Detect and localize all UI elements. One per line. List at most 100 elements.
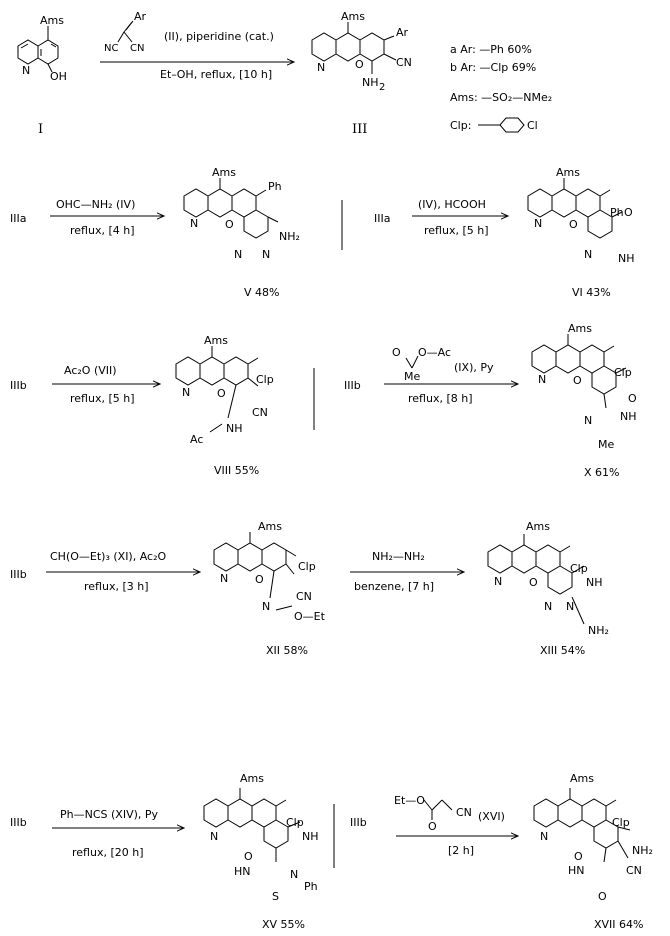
pyrimidine-n-label-2: N (566, 600, 574, 613)
compound-label-III: III (352, 122, 367, 137)
start-IIIb-r5-right: IIIb (350, 816, 367, 829)
reagent-XVI: Et—O CN O (394, 794, 472, 833)
row3-left-cond-1: Ac₂O (VII) (64, 364, 117, 377)
nitrile-label: CN (252, 406, 268, 419)
legend-a: a Ar: —Ph 60% (450, 43, 532, 56)
reagent-nc-label: NC (104, 43, 118, 54)
oxygen-label: O (355, 58, 364, 71)
pyrimidine-n-label: N (234, 248, 242, 261)
imine-n-label: N (262, 600, 270, 613)
legend-b: b Ar: —Clp 69% (450, 61, 536, 74)
compound-XII: Ams Clp CN N O—Et N O XII 58% (213, 520, 326, 657)
carbonyl-o-label: O (624, 206, 633, 219)
compound-label-V: V 48% (244, 286, 279, 299)
nitrogen-label: N (540, 830, 548, 843)
ams-label: Ams (204, 334, 228, 347)
nitrogen-label: N (317, 61, 325, 74)
row3-right-cond-2: reflux, [8 h] (408, 392, 473, 405)
oxygen-label: O (217, 387, 226, 400)
row2-left-cond-2: reflux, [4 h] (70, 224, 135, 237)
condition-1-line-2: Et–OH, reflux, [10 h] (160, 68, 272, 81)
reagent-o-label: O (392, 346, 401, 359)
thione-s-label: S (272, 890, 279, 903)
compound-XV: Ams Clp NH HN S Ph N O N XV 55% (203, 772, 319, 931)
hn-label: HN (568, 864, 585, 877)
imine-nh-label: NH (302, 830, 319, 843)
row5-left-cond-2: reflux, [20 h] (72, 846, 144, 859)
row2-right-cond-1: (IV), HCOOH (418, 198, 486, 211)
reagent-ar-label: Ar (134, 10, 147, 23)
reagent-o-label: O (428, 820, 437, 833)
compound-label-XV: XV 55% (262, 918, 305, 931)
reagent-IX: O O—Ac Me (392, 346, 451, 383)
start-IIIa-left: IIIa (10, 212, 26, 225)
acetyl-label: Ac (190, 433, 203, 446)
row3-left-cond-2: reflux, [5 h] (70, 392, 135, 405)
oxygen-label: O (573, 374, 582, 387)
nitrogen-label: N (534, 217, 542, 230)
amino-label: NH₂ (632, 844, 653, 857)
compound-label-X: X 61% (584, 466, 619, 479)
compound-III: Ams Ar CN NH 2 N O III (311, 10, 412, 137)
compound-I: Ams N OH I (17, 14, 67, 137)
carbonyl-o-label: O (598, 890, 607, 903)
row4-right-cond-1: NH₂—NH₂ (372, 550, 425, 563)
amino-label: NH (362, 76, 379, 89)
ams-label: Ams (341, 10, 365, 23)
legend: a Ar: —Ph 60% b Ar: —Clp 69% Ams: —SO₂—N… (450, 43, 552, 133)
reagent-me-label: Me (404, 370, 420, 383)
chlorophenyl-label: Clp (614, 366, 632, 379)
ethoxy-label: O—Et (294, 610, 326, 623)
legend-cl: Cl (527, 119, 538, 132)
compound-V: Ams Ph NH₂ N O N N V 48% (183, 166, 300, 299)
start-IIIb-r3-left: IIIb (10, 379, 27, 392)
nitrogen-label: N (22, 64, 30, 77)
oxygen-label: O (529, 576, 538, 589)
start-IIIa-right: IIIa (374, 212, 390, 225)
oxygen-label: O (255, 573, 264, 586)
phenyl-label: Ph (268, 180, 282, 193)
compound-label-XVII: XVII 64% (594, 918, 644, 931)
compound-XIII: Ams Clp NH NH₂ N O N N XIII 54% (487, 520, 609, 657)
aryl-label: Ar (396, 26, 409, 39)
condition-1-line-1: (II), piperidine (cat.) (164, 30, 274, 43)
legend-clp: Clp: (450, 119, 471, 132)
compound-X: Ams Clp O NH Me N O N X 61% (531, 322, 637, 479)
oxygen-label: O (225, 218, 234, 231)
pyrimidine-n-label-2: N (262, 248, 270, 261)
row4-left-cond-1: CH(O—Et)₃ (XI), Ac₂O (50, 550, 167, 563)
compound-label-VIII: VIII 55% (214, 464, 259, 477)
oxygen-label: O (569, 218, 578, 231)
nitrogen-label: N (494, 575, 502, 588)
nitrile-label: CN (296, 590, 312, 603)
chlorophenyl-label: Clp (286, 816, 304, 829)
hydrazino-nh2-label: NH₂ (588, 624, 609, 637)
ams-label: Ams (570, 772, 594, 785)
chlorophenyl-label: Clp (570, 562, 588, 575)
row2-right-cond-2: reflux, [5 h] (424, 224, 489, 237)
row4-left-cond-2: reflux, [3 h] (84, 580, 149, 593)
ams-label: Ams (526, 520, 550, 533)
legend-ams: Ams: —SO₂—NMe₂ (450, 91, 552, 104)
compound-VI: Ams Ph O NH N O N VI 43% (527, 166, 635, 299)
ams-label: Ams (240, 772, 264, 785)
nitrile-label: CN (626, 864, 642, 877)
hydroxyl-label: OH (50, 70, 67, 83)
compound-VIII: Ams Clp CN NH Ac N O VIII 55% (175, 334, 274, 477)
hn-label: HN (234, 865, 251, 878)
row5-left-cond-1: Ph—NCS (XIV), Py (60, 808, 159, 821)
imine-nh-label: NH (586, 576, 603, 589)
nh-label: NH (618, 252, 635, 265)
nitrogen-label: N (538, 373, 546, 386)
chlorophenyl-label: Clp (298, 560, 316, 573)
start-IIIb-r3-right: IIIb (344, 379, 361, 392)
compound-label-XIII: XIII 54% (540, 644, 585, 657)
row5-right-cond-2: [2 h] (448, 844, 474, 857)
start-IIIb-r4: IIIb (10, 568, 27, 581)
amino-subscript: 2 (379, 82, 385, 93)
oxygen-label: O (574, 850, 583, 863)
pyrimidine-n-label: N (584, 248, 592, 261)
reagent-II: Ar NC CN (104, 10, 147, 54)
nitrogen-label: N (210, 830, 218, 843)
nitrogen-label: N (220, 572, 228, 585)
